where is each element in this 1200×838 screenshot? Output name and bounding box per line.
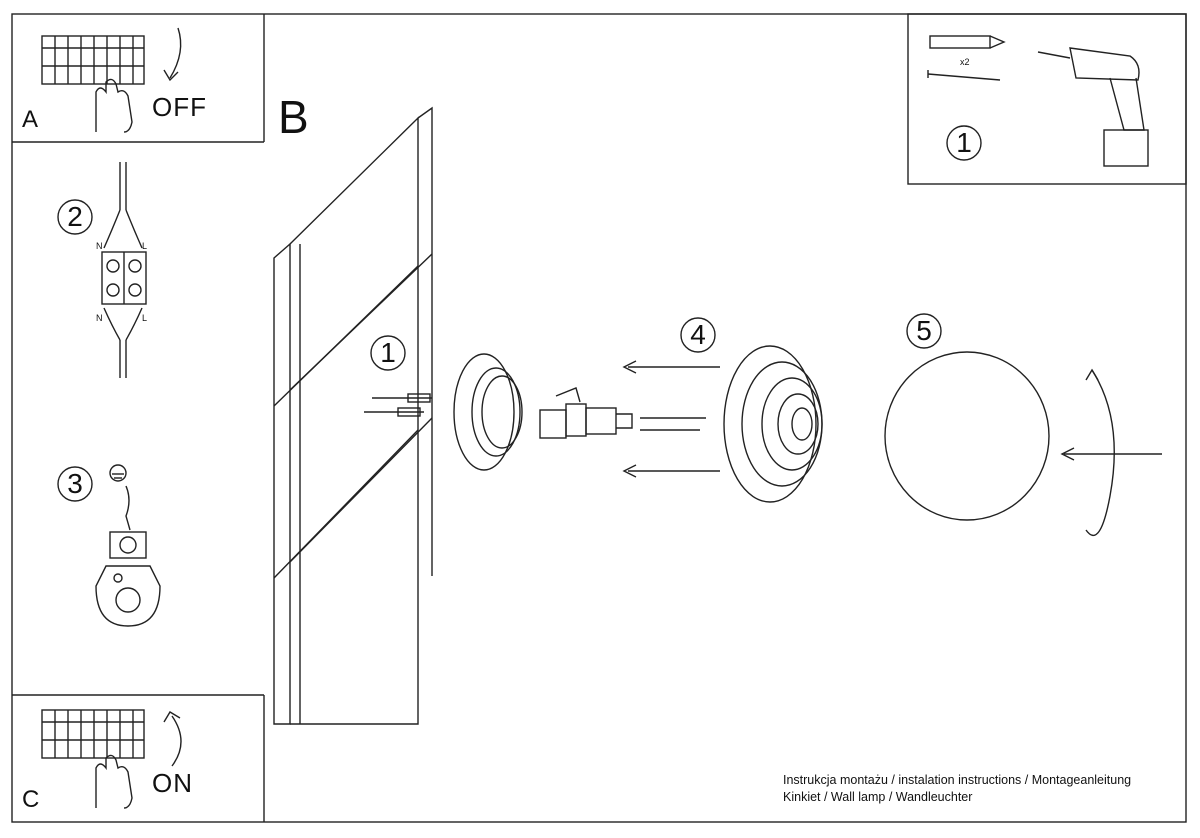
wall-panels-illustration: [273, 106, 433, 725]
arrow-head-icon: [163, 69, 179, 82]
panel-a-letter: A: [22, 106, 39, 133]
footer-instructions-title: Instrukcja montażu / instalation instruc…: [783, 773, 1132, 787]
step-circle: [370, 335, 406, 371]
curved-arrow-up-icon: [171, 715, 182, 767]
dowel-icon: [929, 35, 1006, 49]
hand-icon: [95, 78, 133, 133]
terminal-l-bottom: L: [142, 313, 148, 323]
hand-icon: [95, 754, 133, 809]
terminal-n-bottom: N: [96, 313, 103, 323]
step-circle: [57, 199, 93, 235]
wiring-step-number: 2: [67, 201, 83, 232]
shade-step-number: 4: [690, 319, 706, 350]
drill-icon: [1037, 47, 1149, 167]
ground-connection-icon: [95, 464, 161, 627]
ground-step-number: 3: [67, 468, 83, 499]
arrow-head-icon: [1060, 447, 1075, 461]
breaker-box-on-icon: [41, 709, 145, 759]
arrow-head-icon: [622, 464, 637, 478]
arrow-head-icon: [1085, 368, 1099, 381]
breaker-box-off-icon: [41, 35, 145, 85]
step-circle: [946, 125, 982, 161]
quantity-label: x2: [960, 57, 970, 67]
screw-icon: [927, 70, 1001, 81]
mounting-ring-illustration: [453, 353, 523, 471]
terminal-n-top: N: [96, 241, 103, 251]
tools-panel-border: [907, 13, 1187, 185]
rotate-arrow-icon: [1085, 369, 1115, 536]
footer-product-name: Kinkiet / Wall lamp / Wandleuchter: [783, 790, 973, 804]
step-circle: [680, 317, 716, 353]
outer-frame: [11, 13, 1187, 823]
glass-globe-illustration: [884, 351, 1050, 521]
off-label: OFF: [152, 92, 207, 122]
step-circle: [906, 313, 942, 349]
arrow-head-icon: [622, 360, 637, 374]
tools-step-number: 1: [956, 127, 972, 158]
panel-b-letter: B: [278, 91, 309, 143]
panel-c-letter: C: [22, 786, 40, 813]
canopy-shade-illustration: [723, 345, 823, 503]
wire-connector-icon: [101, 162, 147, 378]
curved-arrow-down-icon: [169, 27, 182, 79]
on-label: ON: [152, 768, 193, 798]
lamp-socket-illustration: [539, 387, 706, 439]
globe-step-number: 5: [916, 315, 932, 346]
mount-step-number: 1: [380, 337, 396, 368]
terminal-l-top: L: [142, 241, 148, 251]
screws-and-dowels-icon: [364, 393, 432, 417]
arrow-head-icon: [163, 711, 181, 723]
step-circle: [57, 466, 93, 502]
